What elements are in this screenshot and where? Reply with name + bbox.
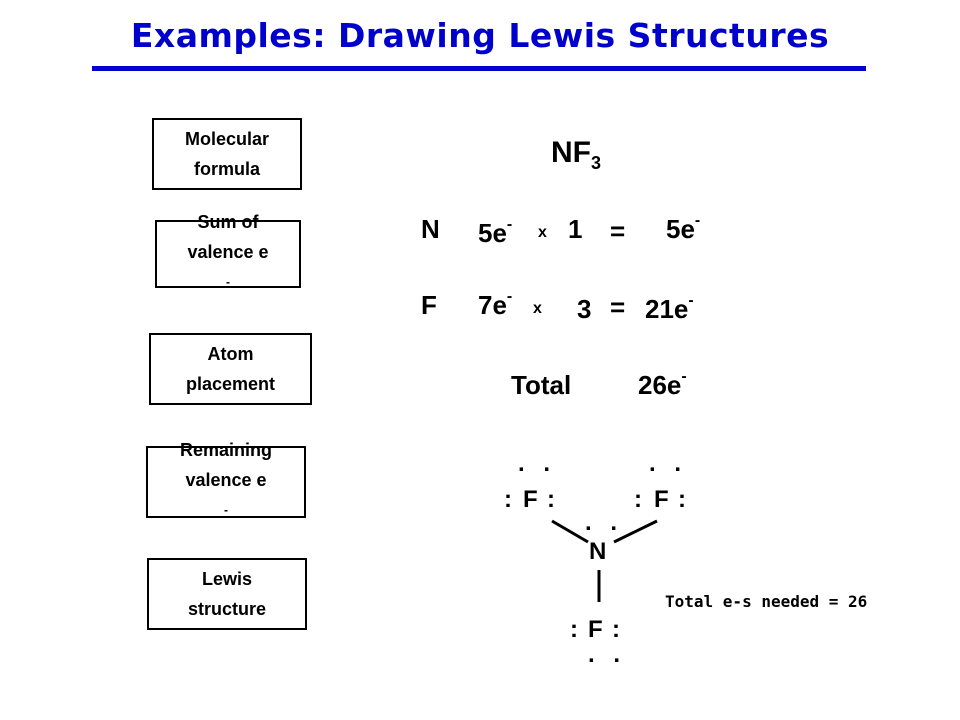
colon-dots: : [504, 486, 512, 513]
title-underline [92, 66, 866, 71]
row2-atom: F [421, 290, 437, 320]
formula-subscript: 3 [591, 153, 602, 173]
row1-charge: - [506, 216, 513, 233]
step-box-lewis-structure: Lewis structure [147, 558, 307, 630]
page-title: Examples: Drawing Lewis Structures [130, 16, 830, 55]
row1-equals: = [610, 216, 626, 246]
row2-e-value: 7e [478, 290, 507, 320]
step-box-remaining-valence: Remaining valence e - [146, 440, 306, 518]
lone-pair-dots: . . [649, 450, 688, 477]
step-label-line2: placement [185, 374, 276, 394]
total-electrons-note: Total e-s needed = 26 [665, 592, 868, 611]
colon-dots: : [612, 616, 620, 643]
superscript-minus: - [223, 502, 228, 517]
row1-result: 5e- [666, 213, 700, 244]
row2-result-charge: - [688, 292, 694, 309]
step-label-line2: structure [187, 599, 267, 619]
row1-times: x [538, 224, 547, 241]
lone-pair-dots: . . [518, 450, 557, 477]
bond-n-f-right [613, 519, 658, 544]
row1-result-value: 5e [666, 214, 695, 244]
nitrogen-atom: N [589, 538, 607, 565]
step-label-line1: Molecular [184, 129, 270, 149]
row2-valence: 7e- [478, 289, 512, 320]
total-label: Total [511, 370, 572, 400]
step-label-line1: Sum of [197, 211, 259, 232]
row1-count: 1 [568, 214, 583, 244]
molecular-formula: NF3 [551, 136, 601, 174]
total-e-value: 26e [638, 370, 682, 400]
row2-result-value: 21e [645, 294, 689, 324]
step-box-sum-valence: Sum of valence e - [155, 212, 301, 289]
step-label-line2: valence e [187, 241, 269, 262]
row1-atom: N [421, 214, 440, 244]
fluorine-atom-left: F [523, 486, 538, 513]
bond-n-f-left [551, 519, 589, 544]
row2-result: 21e- [645, 293, 694, 324]
colon-dots: : [570, 616, 578, 643]
step-label-line1: Remaining [179, 439, 272, 460]
superscript-minus: - [226, 274, 230, 289]
colon-dots: : [547, 486, 555, 513]
row1-e-value: 5e [478, 218, 507, 248]
row1-result-charge: - [694, 212, 701, 229]
row1-valence: 5e- [478, 217, 512, 248]
lone-pair-dots: . . [588, 641, 627, 668]
row2-count: 3 [577, 294, 592, 324]
row2-charge: - [506, 288, 513, 305]
step-label-line1: Atom [207, 344, 254, 364]
total-charge: - [681, 368, 687, 385]
colon-dots: : [678, 486, 686, 513]
fluorine-atom-bottom: F [588, 616, 603, 643]
fluorine-atom-right: F [654, 486, 669, 513]
step-label-line2: valence e [185, 469, 267, 490]
colon-dots: : [634, 486, 642, 513]
step-box-molecular-formula: Molecular formula [152, 118, 302, 190]
lone-pair-dots: . . [585, 509, 624, 536]
total-value: 26e- [638, 369, 687, 400]
step-box-atom-placement: Atom placement [149, 333, 312, 405]
row2-equals: = [610, 292, 626, 322]
row2-times: x [533, 300, 542, 317]
step-label-line2: formula [193, 159, 260, 179]
formula-base: NF [551, 136, 591, 169]
step-label-line1: Lewis [201, 569, 253, 589]
